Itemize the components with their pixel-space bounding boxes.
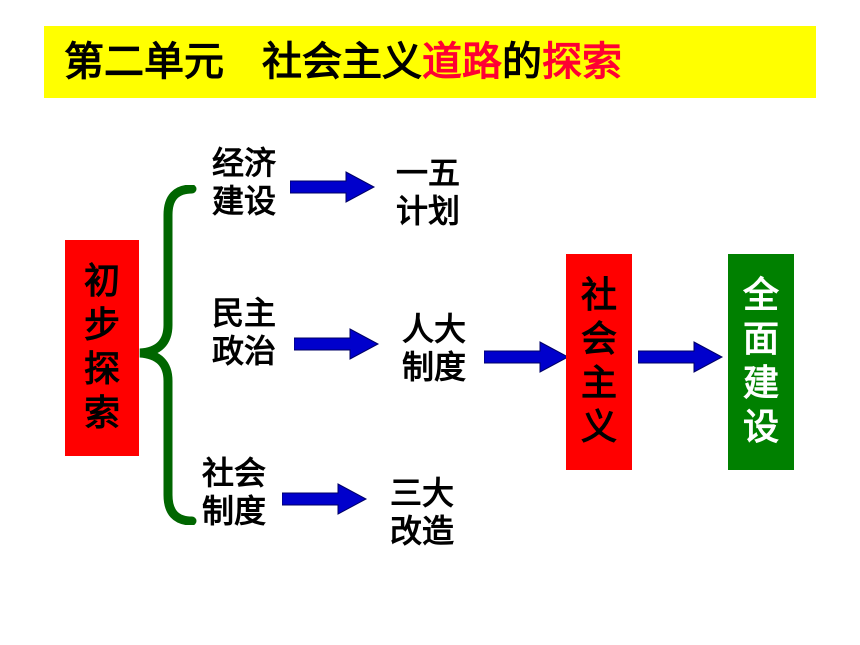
arrow-economy-icon bbox=[290, 171, 376, 203]
title-socialism: 社会主义 bbox=[262, 39, 422, 85]
socialism-char-1: 社 bbox=[580, 275, 617, 316]
construction-char-4: 设 bbox=[742, 407, 779, 448]
construction-char-3: 建 bbox=[742, 363, 779, 404]
branch-system-label: 社会 制度 bbox=[201, 454, 266, 530]
title-unit: 第二单元 bbox=[64, 39, 224, 85]
initial-exploration-char-4: 索 bbox=[83, 393, 120, 434]
result-five-year-plan: 一五 计划 bbox=[395, 154, 460, 230]
comprehensive-construction-box: 全 面 建 设 bbox=[728, 254, 794, 470]
socialism-char-2: 会 bbox=[580, 319, 617, 360]
socialism-char-3: 主 bbox=[580, 363, 617, 404]
title-de: 的 bbox=[502, 39, 542, 85]
curly-brace bbox=[139, 185, 197, 525]
construction-char-2: 面 bbox=[742, 319, 779, 360]
result-npc-system: 人大 制度 bbox=[401, 310, 466, 386]
arrow-system-icon bbox=[282, 483, 368, 515]
result-three-transformations: 三大 改造 bbox=[389, 474, 454, 550]
title-explore: 探索 bbox=[542, 39, 622, 85]
initial-exploration-box: 初 步 探 索 bbox=[65, 240, 139, 456]
construction-char-1: 全 bbox=[742, 275, 779, 316]
initial-exploration-char-1: 初 bbox=[83, 261, 120, 302]
arrow-to-socialism-icon bbox=[484, 341, 570, 373]
socialism-box: 社 会 主 义 bbox=[566, 254, 632, 470]
branch-economy-label: 经济 建设 bbox=[211, 144, 276, 220]
title-road: 道路 bbox=[422, 39, 502, 85]
initial-exploration-char-2: 步 bbox=[83, 305, 120, 346]
branch-politics-label: 民主 政治 bbox=[211, 294, 276, 370]
arrow-to-construction-icon bbox=[638, 341, 724, 373]
title-bar: 第二单元 社会主义 道路 的 探索 bbox=[44, 26, 816, 98]
socialism-char-4: 义 bbox=[580, 407, 617, 448]
initial-exploration-char-3: 探 bbox=[83, 349, 120, 390]
arrow-politics-icon bbox=[294, 328, 380, 360]
